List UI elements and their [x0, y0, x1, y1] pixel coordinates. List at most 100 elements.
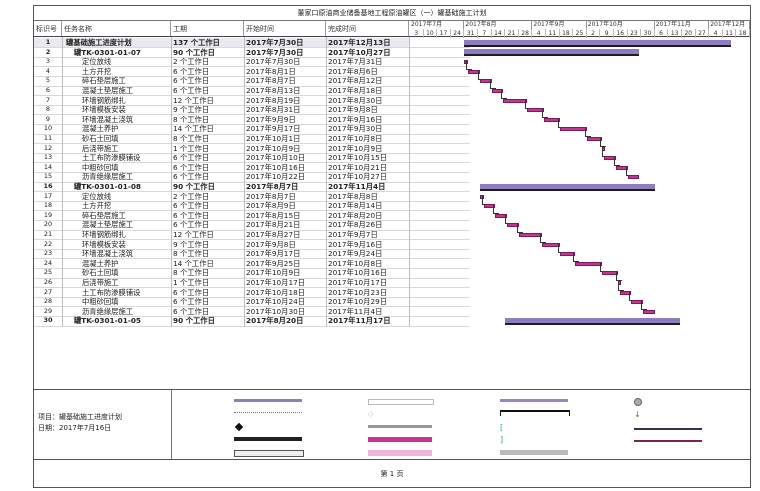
row-divider	[34, 75, 470, 77]
task-bar[interactable]	[542, 242, 560, 247]
timeline-month: 2017年10月	[587, 21, 655, 29]
timeline-day: 24	[451, 29, 465, 38]
task-bar[interactable]	[544, 117, 560, 122]
task-name: 后浇带施工	[82, 143, 119, 153]
task-id: 5	[45, 76, 51, 85]
col-duration-header[interactable]: 工期	[171, 21, 244, 36]
dependency-arrow	[600, 262, 607, 272]
task-bar[interactable]	[586, 137, 603, 141]
task-finish: 2017年11月17日	[328, 316, 391, 326]
task-bar[interactable]	[604, 156, 616, 161]
task-bar[interactable]	[643, 309, 655, 314]
task-name: 砂石土回填	[82, 134, 119, 143]
task-start: 2017年8月7日	[246, 76, 296, 86]
col-id-header[interactable]: 标识号	[34, 21, 62, 36]
external-milestone-icon: ◇	[368, 410, 374, 418]
task-bar[interactable]	[495, 213, 508, 218]
summary-bar[interactable]	[464, 39, 731, 47]
summary-bar[interactable]	[505, 317, 681, 325]
task-name: 碎石垫层施工	[82, 76, 126, 86]
summary-bar[interactable]	[479, 183, 655, 191]
task-id: 22	[43, 239, 53, 248]
task-bar[interactable]	[526, 108, 545, 113]
dependency-arrow	[505, 214, 512, 224]
legend-external-task	[368, 399, 434, 405]
task-bar[interactable]	[559, 127, 587, 132]
legend-manual-summary	[500, 399, 568, 402]
col-start-header[interactable]: 开始时间	[244, 21, 326, 36]
task-bar[interactable]	[602, 271, 618, 276]
task-bar[interactable]	[575, 261, 603, 266]
task-bar[interactable]	[483, 204, 496, 209]
legend-inactive-task	[368, 425, 432, 428]
task-start: 2017年10月24日	[246, 297, 306, 307]
col-finish-header[interactable]: 完成时间	[326, 21, 409, 36]
timeline-day: 18	[736, 29, 750, 38]
task-bar[interactable]	[479, 79, 492, 84]
task-start: 2017年8月21日	[246, 220, 301, 230]
row-divider	[34, 114, 470, 116]
task-id: 16	[43, 182, 53, 190]
task-bar[interactable]	[631, 300, 644, 305]
task-bar[interactable]	[559, 252, 576, 257]
task-bar[interactable]	[615, 165, 628, 170]
task-bar[interactable]	[518, 233, 543, 237]
timeline-day: 30	[641, 29, 655, 38]
timeline-month: 2017年11月	[655, 21, 710, 29]
task-id: 11	[43, 134, 53, 142]
task-duration: 6 个工作日	[173, 162, 210, 172]
dependency-arrow	[524, 99, 531, 109]
task-bar[interactable]	[627, 175, 640, 180]
task-bar[interactable]	[507, 223, 519, 228]
legend-task	[368, 437, 432, 442]
timeline-month: 2017年7月	[410, 21, 465, 29]
task-duration: 6 个工作日	[173, 153, 210, 163]
task-finish: 2017年10月21日	[328, 162, 388, 172]
dependency-arrow	[573, 253, 580, 263]
task-bar[interactable]	[503, 98, 527, 103]
timeline-day: 17	[437, 29, 451, 38]
col-name-header[interactable]: 任务名称	[62, 21, 171, 36]
task-bar[interactable]	[619, 290, 632, 295]
task-id: 12	[43, 143, 53, 152]
row-divider	[34, 315, 470, 317]
row-divider	[34, 287, 470, 289]
task-start: 2017年8月20日	[246, 316, 304, 326]
row-divider	[34, 162, 470, 164]
task-name: 土工布防渗膜铺设	[82, 287, 141, 297]
task-bar[interactable]	[491, 89, 504, 93]
summary-bar[interactable]	[464, 49, 640, 57]
task-bar[interactable]	[468, 69, 480, 74]
row-divider	[34, 181, 470, 183]
